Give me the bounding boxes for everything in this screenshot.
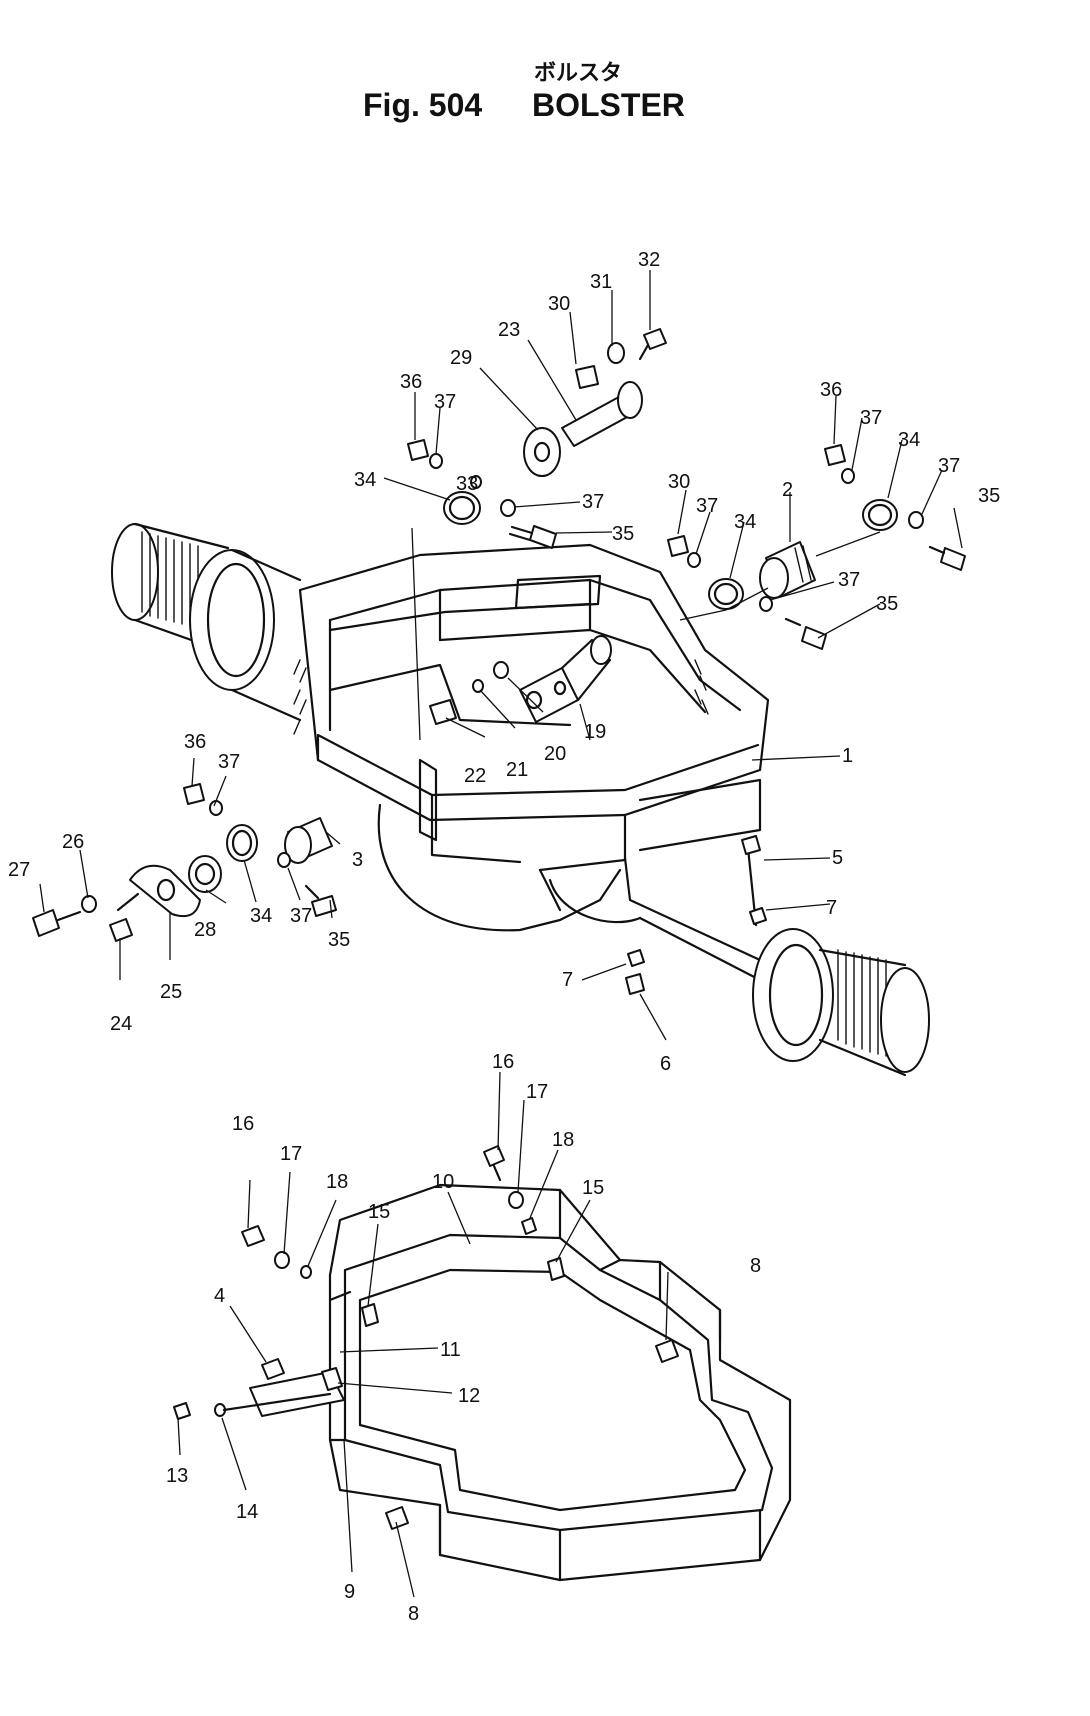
callout-29: 29 xyxy=(450,347,472,369)
callout-37: 37 xyxy=(860,407,882,429)
callout-35: 35 xyxy=(876,593,898,615)
callout-18: 18 xyxy=(552,1129,574,1151)
figure-title: BOLSTER xyxy=(532,87,685,123)
left-trunnion-shaft xyxy=(111,522,302,722)
callout-5: 5 xyxy=(832,847,843,869)
callout-25: 25 xyxy=(160,981,182,1003)
right-trunnion-shaft xyxy=(752,928,930,1077)
callout-6: 6 xyxy=(660,1053,671,1075)
lower-frame xyxy=(328,1183,792,1582)
callout-30: 30 xyxy=(548,293,570,315)
callout-28: 28 xyxy=(194,919,216,941)
figure-header: ボルスタ Fig. 504 BOLSTER xyxy=(363,60,685,123)
callout-7: 7 xyxy=(826,897,837,919)
leader-lines xyxy=(39,270,963,1598)
callout-19: 19 xyxy=(584,721,606,743)
callout-24: 24 xyxy=(110,1013,132,1035)
callout-16: 16 xyxy=(232,1113,254,1135)
callout-17: 17 xyxy=(280,1143,302,1165)
callout-15: 15 xyxy=(368,1201,390,1223)
callout-37: 37 xyxy=(218,751,240,773)
callout-35: 35 xyxy=(328,929,350,951)
figure-number: Fig. 504 xyxy=(363,87,482,123)
callout-34: 34 xyxy=(898,429,920,451)
callout-9: 9 xyxy=(344,1581,355,1603)
callout-3: 3 xyxy=(352,849,363,871)
callout-36: 36 xyxy=(400,371,422,393)
callout-16: 16 xyxy=(492,1051,514,1073)
callout-37: 37 xyxy=(290,905,312,927)
title-katakana: ボルスタ xyxy=(534,60,622,85)
callout-22: 22 xyxy=(464,765,486,787)
callout-26: 26 xyxy=(62,831,84,853)
callout-15: 15 xyxy=(582,1177,604,1199)
callout-34: 34 xyxy=(734,511,756,533)
callout-14: 14 xyxy=(236,1501,258,1523)
left-side-parts xyxy=(32,783,337,942)
callout-18: 18 xyxy=(326,1171,348,1193)
callout-7: 7 xyxy=(562,969,573,991)
lower-right-parts xyxy=(625,835,767,995)
callout-36: 36 xyxy=(820,379,842,401)
callout-35: 35 xyxy=(978,485,1000,507)
callout-21: 21 xyxy=(506,759,528,781)
right-bracket-parts xyxy=(667,444,966,650)
bolster-frame xyxy=(293,543,770,982)
callout-17: 17 xyxy=(526,1081,548,1103)
callout-30: 30 xyxy=(668,471,690,493)
callout-8: 8 xyxy=(408,1603,419,1625)
callout-10: 10 xyxy=(432,1171,454,1193)
callout-31: 31 xyxy=(590,271,612,293)
callout-33: 33 xyxy=(456,473,478,495)
bolster-body xyxy=(111,522,930,1077)
callout-4: 4 xyxy=(214,1285,225,1307)
upper-pin-assembly xyxy=(407,328,667,549)
callout-11: 11 xyxy=(440,1339,461,1361)
callout-13: 13 xyxy=(166,1465,188,1487)
callout-37: 37 xyxy=(582,491,604,513)
callout-34: 34 xyxy=(250,905,272,927)
callout-37: 37 xyxy=(938,455,960,477)
callout-8: 8 xyxy=(750,1255,761,1277)
callout-labels: 32 31 30 23 29 36 37 34 33 37 35 36 37 3… xyxy=(8,249,1000,1625)
callout-34: 34 xyxy=(354,469,376,491)
callout-27: 27 xyxy=(8,859,30,881)
callout-37: 37 xyxy=(838,569,860,591)
callout-35: 35 xyxy=(612,523,634,545)
callout-36: 36 xyxy=(184,731,206,753)
callout-23: 23 xyxy=(498,319,520,341)
callout-2: 2 xyxy=(782,479,793,501)
centre-pin-parts xyxy=(429,635,612,725)
callout-32: 32 xyxy=(638,249,660,271)
callout-37: 37 xyxy=(434,391,456,413)
callout-37: 37 xyxy=(696,495,718,517)
lower-frame-parts xyxy=(173,1145,679,1530)
callout-12: 12 xyxy=(458,1385,480,1407)
callout-20: 20 xyxy=(544,743,566,765)
callout-1: 1 xyxy=(842,745,853,767)
